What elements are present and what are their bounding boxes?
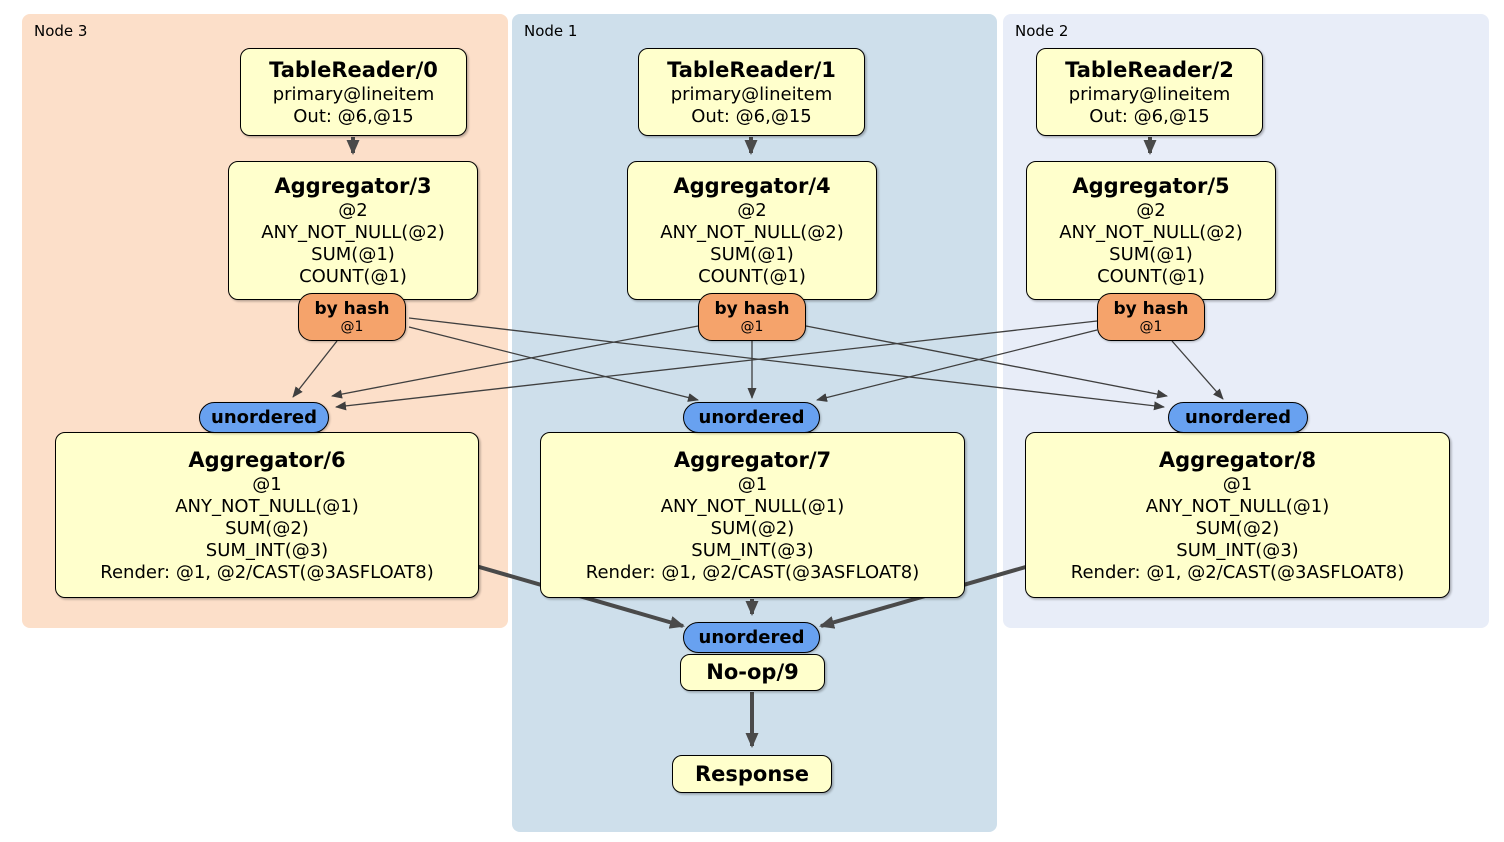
sync-label: unordered bbox=[698, 627, 805, 648]
sync-unordered-node3: unordered bbox=[199, 402, 329, 433]
processor-title: Aggregator/7 bbox=[673, 447, 832, 472]
processor-aggregator-3: Aggregator/3 @2 ANY_NOT_NULL(@2) SUM(@1)… bbox=[228, 161, 478, 300]
processor-detail: @2 bbox=[1136, 200, 1166, 221]
sync-label: unordered bbox=[211, 407, 317, 428]
sync-label: unordered bbox=[698, 407, 805, 428]
node-label: Node 2 bbox=[1015, 22, 1069, 40]
router-detail: @1 bbox=[740, 319, 764, 335]
processor-title: TableReader/2 bbox=[1065, 57, 1234, 82]
sync-unordered-node1: unordered bbox=[683, 402, 820, 433]
processor-title: TableReader/1 bbox=[667, 57, 836, 82]
processor-aggregator-4: Aggregator/4 @2 ANY_NOT_NULL(@2) SUM(@1)… bbox=[627, 161, 877, 300]
processor-detail: COUNT(@1) bbox=[1097, 266, 1205, 287]
processor-detail: Render: @1, @2/CAST(@3ASFLOAT8) bbox=[1070, 561, 1405, 583]
processor-detail: SUM(@1) bbox=[1109, 244, 1193, 265]
router-detail: @1 bbox=[1139, 319, 1163, 335]
router-detail: @1 bbox=[340, 319, 364, 335]
processor-detail: Out: @6,@15 bbox=[691, 105, 812, 127]
processor-detail: ANY_NOT_NULL(@2) bbox=[1059, 222, 1243, 243]
processor-detail: SUM_INT(@3) bbox=[205, 539, 329, 561]
processor-detail: SUM_INT(@3) bbox=[1176, 539, 1299, 561]
processor-detail: Out: @6,@15 bbox=[293, 105, 414, 127]
router-label: by hash bbox=[714, 299, 790, 319]
processor-aggregator-5: Aggregator/5 @2 ANY_NOT_NULL(@2) SUM(@1)… bbox=[1026, 161, 1276, 300]
processor-detail: primary@lineitem bbox=[670, 83, 833, 105]
router-by-hash-node2: by hash @1 bbox=[1097, 293, 1205, 341]
processor-detail: @1 bbox=[252, 473, 282, 495]
processor-aggregator-7: Aggregator/7 @1 ANY_NOT_NULL(@1) SUM(@2)… bbox=[540, 432, 965, 598]
router-label: by hash bbox=[1113, 299, 1189, 319]
processor-detail: ANY_NOT_NULL(@2) bbox=[660, 222, 844, 243]
processor-detail: COUNT(@1) bbox=[299, 266, 407, 287]
processor-tablereader-1: TableReader/1 primary@lineitem Out: @6,@… bbox=[638, 48, 865, 136]
router-by-hash-node3: by hash @1 bbox=[298, 293, 406, 341]
processor-title: Aggregator/4 bbox=[673, 174, 831, 198]
processor-detail: ANY_NOT_NULL(@2) bbox=[261, 222, 445, 243]
processor-title: Response bbox=[694, 761, 810, 786]
node-label: Node 1 bbox=[524, 22, 578, 40]
processor-detail: Render: @1, @2/CAST(@3ASFLOAT8) bbox=[100, 561, 434, 583]
processor-title: Aggregator/5 bbox=[1072, 174, 1230, 198]
processor-detail: Render: @1, @2/CAST(@3ASFLOAT8) bbox=[585, 561, 920, 583]
processor-title: No-op/9 bbox=[706, 660, 799, 684]
processor-aggregator-8: Aggregator/8 @1 ANY_NOT_NULL(@1) SUM(@2)… bbox=[1025, 432, 1450, 598]
processor-detail: SUM(@1) bbox=[710, 244, 794, 265]
processor-noop-9: No-op/9 bbox=[680, 654, 825, 691]
node-label: Node 3 bbox=[34, 22, 88, 40]
processor-title: Aggregator/3 bbox=[274, 174, 432, 198]
sync-unordered-node2: unordered bbox=[1168, 402, 1308, 433]
processor-title: TableReader/0 bbox=[269, 57, 438, 82]
processor-detail: ANY_NOT_NULL(@1) bbox=[660, 495, 845, 517]
processor-response: Response bbox=[672, 755, 832, 793]
processor-detail: primary@lineitem bbox=[272, 83, 435, 105]
processor-aggregator-6: Aggregator/6 @1 ANY_NOT_NULL(@1) SUM(@2)… bbox=[55, 432, 479, 598]
sync-label: unordered bbox=[1185, 407, 1291, 428]
processor-title: Aggregator/6 bbox=[188, 447, 346, 472]
router-by-hash-node1: by hash @1 bbox=[698, 293, 806, 341]
processor-detail: ANY_NOT_NULL(@1) bbox=[175, 495, 359, 517]
processor-tablereader-0: TableReader/0 primary@lineitem Out: @6,@… bbox=[240, 48, 467, 136]
router-label: by hash bbox=[314, 299, 390, 319]
processor-detail: primary@lineitem bbox=[1068, 83, 1231, 105]
processor-detail: @1 bbox=[1222, 473, 1253, 495]
processor-title: Aggregator/8 bbox=[1158, 447, 1317, 472]
processor-detail: @2 bbox=[338, 200, 368, 221]
processor-detail: COUNT(@1) bbox=[698, 266, 806, 287]
processor-detail: SUM(@2) bbox=[225, 517, 309, 539]
processor-detail: SUM(@2) bbox=[710, 517, 795, 539]
processor-detail: ANY_NOT_NULL(@1) bbox=[1145, 495, 1330, 517]
processor-detail: @1 bbox=[737, 473, 768, 495]
processor-detail: SUM(@2) bbox=[1195, 517, 1280, 539]
processor-detail: Out: @6,@15 bbox=[1089, 105, 1210, 127]
processor-detail: SUM(@1) bbox=[311, 244, 395, 265]
processor-detail: @2 bbox=[737, 200, 767, 221]
sync-unordered-final: unordered bbox=[683, 622, 820, 653]
processor-tablereader-2: TableReader/2 primary@lineitem Out: @6,@… bbox=[1036, 48, 1263, 136]
processor-detail: SUM_INT(@3) bbox=[691, 539, 814, 561]
